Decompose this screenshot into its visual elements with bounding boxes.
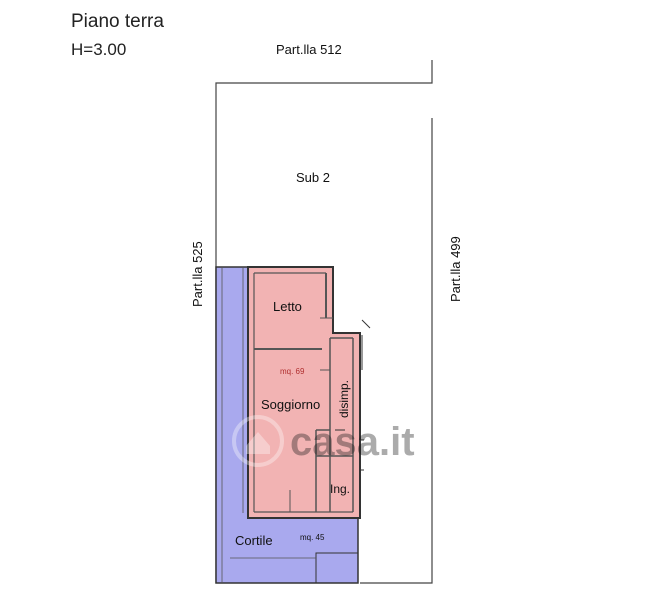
west-parcel-label: Part.lla 525	[190, 241, 205, 307]
courtyard-inner-box	[315, 552, 359, 584]
courtyard-area-label: mq. 45	[300, 533, 325, 542]
room-label-letto: Letto	[273, 299, 302, 314]
room-label-soggiorno: Soggiorno	[261, 397, 320, 412]
plan-title: Piano terra	[71, 11, 164, 32]
north-parcel-label: Part.lla 512	[276, 42, 342, 57]
door-swing-mark	[361, 319, 371, 329]
room-label-cortile: Cortile	[235, 533, 273, 548]
apartment-area	[247, 266, 371, 519]
lot-boundary-east	[360, 118, 433, 584]
room-label-disimpegno: disimp.	[337, 380, 351, 418]
ceiling-height: H=3.00	[71, 40, 127, 59]
room-label-ingresso: Ing.	[330, 482, 350, 496]
watermark-logo-icon	[232, 415, 284, 467]
watermark-text: casa.it	[290, 420, 415, 464]
east-parcel-label: Part.lla 499	[448, 236, 463, 302]
sub-label: Sub 2	[296, 170, 330, 185]
watermark: casa.it	[232, 415, 415, 467]
apartment-area-label: mq. 69	[280, 367, 305, 376]
